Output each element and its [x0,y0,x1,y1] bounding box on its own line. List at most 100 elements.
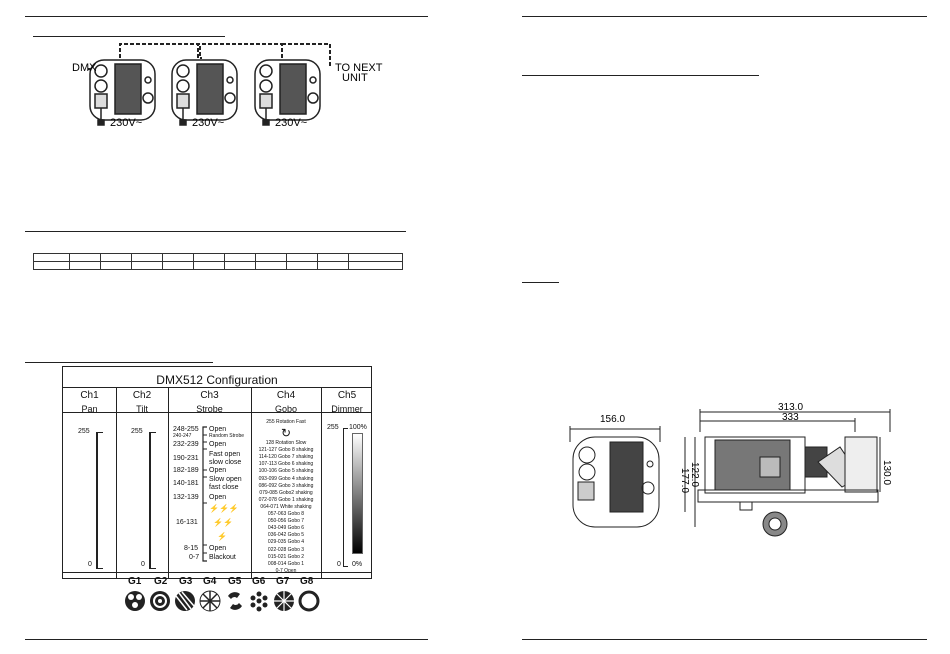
gobo-entry: 093-099 Gobo 4 shaking [258,475,314,482]
gobo-2-icon [150,591,170,611]
strobe-range-label: slow close [209,459,242,466]
lightning-icon-fast: ⚡⚡⚡ [209,504,239,513]
strobe-range-label: Open [209,426,227,433]
dimmer-min-percent: 0% [352,561,363,568]
gobo-label: G1 [128,576,142,587]
side-view [684,409,891,537]
gobo-entry: 036-042 Gobo 5 [267,532,305,539]
to-next-label-1: TO NEXT [335,62,383,74]
strobe-range-value: 0-7 [189,554,200,561]
strobe-bracket [202,426,207,562]
strobe-range-value: 140-181 [173,480,199,487]
gobo-entry: 121-127 Gobo 8 shaking [258,447,314,454]
strobe-range-value: 182-189 [173,467,199,474]
to-next-label-2: UNIT [342,72,368,84]
column-divider [116,387,117,578]
power-label-3: 230V~ [275,117,307,129]
gobo-entry: 072-078 Gobo 1 shaking [258,496,314,503]
strobe-range-value: 240-247 [173,433,192,439]
pan-scale [96,432,103,569]
strobe-range-label: Blackout [209,554,236,561]
table-heading-underline [25,231,406,232]
gobo-6-icon [250,591,268,612]
gobo-entry: 050-056 Gobo 7 [267,518,305,525]
dimmer-max: 255 [327,424,339,431]
dmx-label: DMX [72,62,97,74]
gobo-entry: 255 Rotation Fast [266,419,306,425]
front-width-label: 156.0 [600,414,625,425]
pan-min: 0 [88,561,92,568]
lightning-icon-medium: ⚡⚡ [213,518,233,527]
strobe-range-value: 190-231 [173,455,199,462]
table-row [33,261,403,270]
strobe-range-value: 232-239 [173,441,199,448]
config-header-divider [63,412,371,413]
strobe-range-label: Fast open [209,451,241,458]
gobo-entry: 015-021 Gobo 2 [267,553,305,560]
gobo-label: G7 [276,576,290,587]
gobo-entry: 029-035 Gobo 4 [267,539,305,546]
strobe-range-label: Open [209,545,227,552]
column-divider [321,387,322,578]
front-view [569,426,661,528]
gobo-list: 255 Rotation Fast ↻ 128 Rotation Slow 12… [251,419,321,575]
left-page-top-rule [25,16,428,17]
rotation-icon: ↻ [280,426,292,441]
gobo-label: G3 [179,576,193,587]
gobo-label: G6 [252,576,266,587]
power-label-1: 230V~ [110,117,142,129]
height-label-2: 177.0 [679,468,690,493]
strobe-range-label: Open [209,467,227,474]
dimmer-scale [343,428,348,567]
gobo-icons-row [125,590,320,612]
strobe-range-value: 16-131 [176,519,198,526]
gobo-entry: 086-092 Gobo 3 shaking [258,482,314,489]
strobe-range-label: Slow open [209,476,242,483]
gobo-entry: 079-085 Gobo2 shaking [259,489,313,496]
pan-max: 255 [78,428,90,435]
gobo-entry: 114-120 Gobo 7 shaking [258,454,314,461]
gobo-label: G2 [154,576,168,587]
dmx-wiring-diagram: DMX TO NEXT UNIT 230V~ 230V~ 230V~ [72,43,383,129]
config-title: DMX512 Configuration [156,373,278,387]
strobe-range-label: Random Strobe [209,433,245,439]
config-title-divider [63,387,371,388]
tilt-scale [149,432,156,569]
tilt-min: 0 [141,561,145,568]
gobo-labels-row: G1 G2 G3 G4 G5 G6 G7 G8 [128,577,328,589]
gobo-entry: 022-028 Gobo 3 [267,546,305,553]
right-subheading-underline [522,282,559,283]
dimmer-gradient-bar [352,433,363,554]
dimmer-min: 0 [337,561,341,568]
gobo-entry: 100-106 Gobo 5 shaking [258,468,314,475]
table-row [33,253,403,262]
height-label-1: 122.0 [689,462,700,487]
config-heading-underline [25,362,213,363]
gobo-3-icon [175,591,195,611]
strobe-range-value: 132-139 [173,494,199,501]
channel-table [33,253,403,270]
fixture-unit-3 [254,59,321,121]
strobe-range-label: Open [209,441,227,448]
config-bottom-divider [63,572,371,573]
gobo-entry: 0-7 Open [275,567,297,574]
fixture-unit-1 [89,59,156,121]
gobo-entry: 128 Rotation Slow [265,440,307,447]
lightning-icon-slow: ⚡ [217,532,227,541]
gobo-entry: 107-113 Gobo 6 shaking [258,461,314,468]
gobo-entry: 008-014 Gobo 1 [267,560,305,567]
gobo-entry: 057-063 Gobo 8 [267,511,305,518]
column-divider [251,387,252,578]
right-page-bottom-rule [522,639,927,640]
power-label-2: 230V~ [192,117,224,129]
gobo-1-icon [125,591,145,611]
height-label-3: 130.0 [881,460,892,485]
wiring-heading-underline [33,36,225,37]
left-page-bottom-rule [25,639,428,640]
fixture-unit-2 [171,59,238,121]
gobo-8-icon [298,590,320,612]
